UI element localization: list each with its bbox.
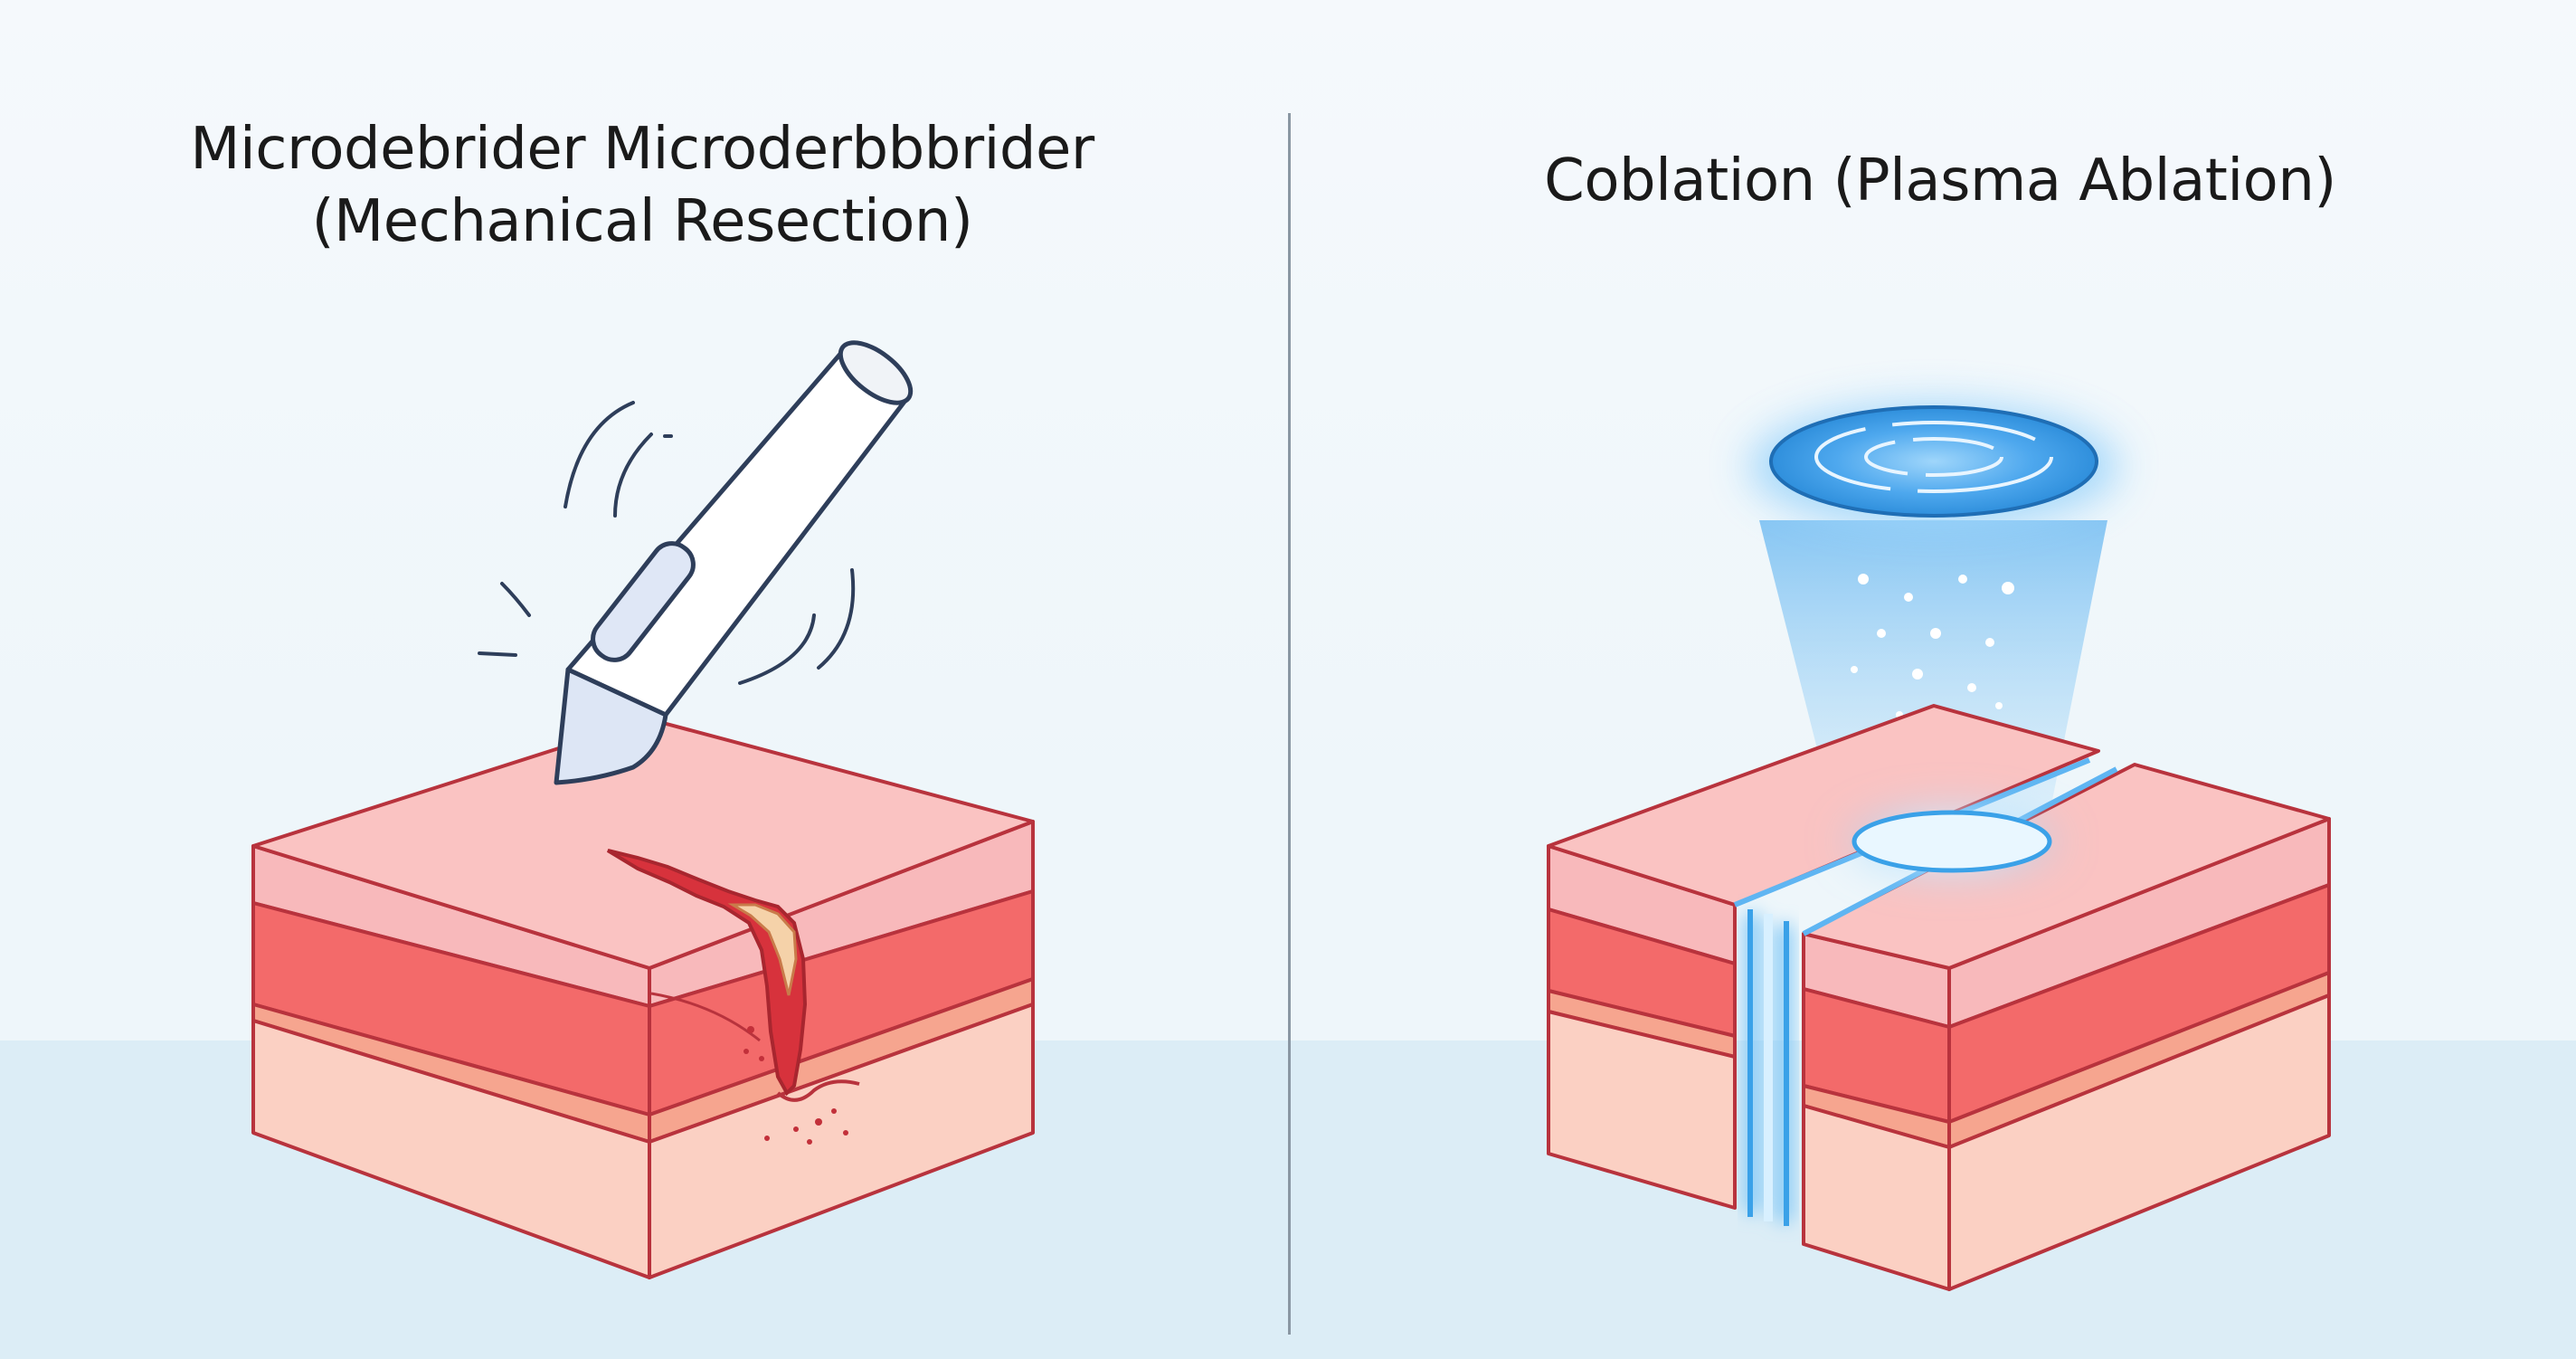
tool-end-cap — [838, 340, 914, 405]
vibration-marks — [478, 401, 856, 685]
side-bottom — [1947, 993, 2331, 1291]
tool-window — [591, 541, 696, 662]
incision-cut — [606, 849, 860, 1145]
left-panel-title: Microdebrider Microderbbbrider (Mechanic… — [54, 113, 1230, 258]
top-surface — [251, 718, 1035, 970]
right-panel-title: Coblation (Plasma Ablation) — [1544, 147, 2336, 214]
ablation-channel — [1733, 757, 2118, 1226]
microdebrider-tool — [554, 340, 914, 785]
tool-blade — [554, 667, 668, 785]
plasma-disc — [1748, 403, 2119, 529]
left-title-line-2: (Mechanical Resection) — [311, 188, 973, 255]
tissue-block-mechanical — [251, 718, 1035, 1279]
side-bottom-layer — [648, 1003, 1035, 1279]
tissue-block-coblation — [1547, 704, 2331, 1291]
panel-divider — [1288, 113, 1291, 1335]
left-title-line-1: Microdebrider Microderbbbrider — [190, 116, 1094, 183]
left-front-bottom — [1547, 1010, 1737, 1210]
left-top-surface — [1547, 704, 2100, 907]
